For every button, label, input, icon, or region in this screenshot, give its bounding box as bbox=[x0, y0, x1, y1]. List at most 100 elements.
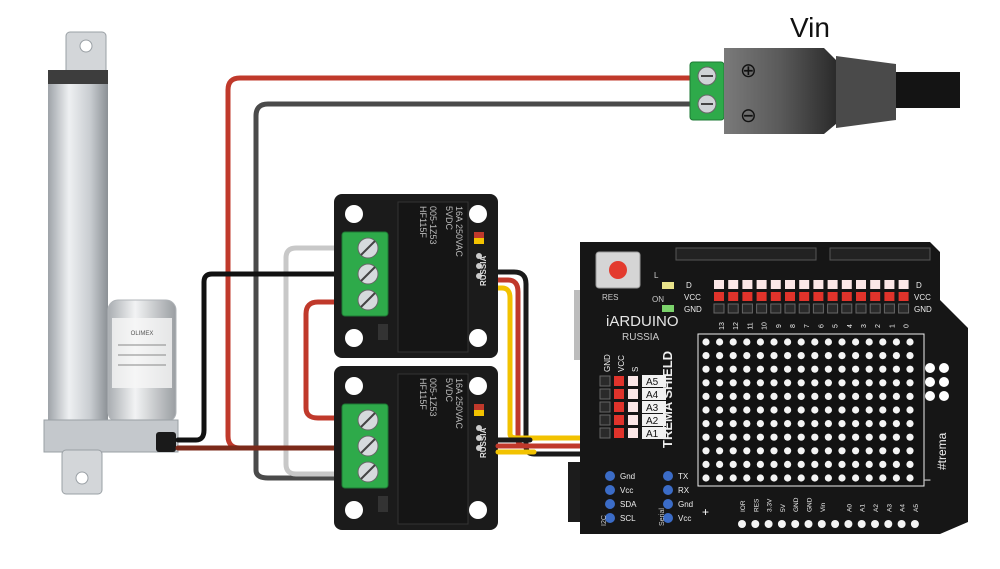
analog-pin-gnd bbox=[599, 375, 611, 387]
proto-hole bbox=[852, 447, 860, 455]
proto-hole bbox=[906, 406, 914, 414]
digital-pin-gnd bbox=[770, 303, 782, 314]
proto-hole bbox=[852, 474, 860, 482]
proto-hole bbox=[865, 447, 873, 455]
row-vcc-label-right: VCC bbox=[914, 293, 931, 302]
proto-hole bbox=[743, 433, 751, 441]
i2c-pin-label: Gnd bbox=[620, 472, 635, 481]
proto-hole bbox=[811, 379, 819, 387]
i2c-pin-label: SDA bbox=[620, 500, 637, 509]
bottom-pin-label: 5V bbox=[780, 503, 787, 512]
proto-hole bbox=[797, 352, 805, 360]
digital-pin-d bbox=[898, 280, 909, 289]
proto-hole bbox=[743, 392, 751, 400]
analog-pin-tag bbox=[642, 375, 666, 387]
bottom-pin bbox=[857, 520, 866, 528]
proto-hole bbox=[729, 406, 737, 414]
proto-hole bbox=[892, 379, 901, 387]
dc-minus-symbol: ⊖ bbox=[740, 105, 757, 127]
analog-pin-tag bbox=[642, 401, 666, 413]
dc-cable bbox=[896, 72, 960, 108]
proto-hole bbox=[811, 447, 819, 455]
proto-hole bbox=[892, 365, 901, 373]
digital-pin-label: 4 bbox=[847, 324, 854, 328]
analog-pin-label: A5 bbox=[646, 377, 659, 388]
proto-hole bbox=[865, 460, 873, 468]
proto-hole bbox=[756, 338, 765, 346]
digital-pin-d bbox=[841, 280, 852, 289]
proto-hole bbox=[784, 379, 792, 387]
analog-pin-vcc bbox=[614, 402, 624, 412]
proto-hole bbox=[756, 474, 765, 482]
proto-hole bbox=[770, 338, 778, 346]
digital-pin-d bbox=[856, 280, 866, 289]
proto-hole bbox=[811, 433, 819, 441]
proto-hole bbox=[838, 474, 846, 482]
bottom-pin bbox=[831, 520, 840, 528]
vin-label: Vin bbox=[790, 12, 830, 43]
proto-hole bbox=[838, 352, 846, 360]
proto-hole bbox=[892, 352, 901, 360]
digital-pin-gnd bbox=[784, 303, 796, 314]
proto-hole bbox=[797, 338, 805, 346]
proto-hole bbox=[716, 420, 724, 428]
relay-rating-voltage: 5VDC bbox=[444, 206, 454, 231]
proto-hole bbox=[702, 474, 710, 482]
proto-hole bbox=[797, 433, 805, 441]
proto-hole bbox=[879, 433, 887, 441]
actuator-sticker-text: OLIMEX bbox=[131, 331, 154, 337]
shield-minus: − bbox=[924, 473, 931, 487]
proto-hole bbox=[811, 338, 819, 346]
reset-button-cap[interactable] bbox=[609, 261, 627, 279]
proto-hole bbox=[743, 352, 751, 360]
proto-hole bbox=[892, 474, 901, 482]
proto-hole bbox=[865, 474, 873, 482]
proto-hole bbox=[716, 474, 724, 482]
proto-hole bbox=[729, 420, 737, 428]
analog-pin-label: A2 bbox=[646, 416, 659, 427]
shield-plus: + bbox=[702, 505, 709, 519]
proto-hole bbox=[892, 392, 901, 400]
actuator-cable-gland bbox=[156, 432, 176, 452]
proto-hole bbox=[784, 392, 792, 400]
serial-pin-label: Vcc bbox=[678, 514, 691, 523]
proto-hole bbox=[770, 433, 778, 441]
proto-hole bbox=[716, 406, 724, 414]
actuator-tube bbox=[48, 84, 108, 424]
proto-hole bbox=[838, 433, 846, 441]
digital-pin-vcc bbox=[728, 292, 739, 301]
proto-hole bbox=[892, 447, 901, 455]
proto-hole bbox=[756, 447, 765, 455]
digital-pin-gnd bbox=[798, 303, 810, 314]
bottom-pin-label: GND bbox=[807, 497, 814, 512]
led-l bbox=[662, 282, 674, 289]
digital-pin-vcc bbox=[799, 292, 810, 301]
relay-coil bbox=[397, 201, 469, 353]
relay-model: HF115F bbox=[418, 206, 428, 238]
digital-pin-vcc bbox=[870, 292, 881, 301]
proto-hole bbox=[770, 460, 778, 468]
proto-hole bbox=[879, 406, 887, 414]
proto-hole bbox=[770, 474, 778, 482]
shield-hash: #trema bbox=[935, 432, 949, 470]
actuator-sticker bbox=[112, 318, 172, 388]
proto-hole bbox=[702, 379, 710, 387]
analog-pin-gnd bbox=[599, 388, 611, 400]
proto-hole bbox=[729, 474, 737, 482]
proto-hole bbox=[797, 365, 805, 373]
digital-pin-d bbox=[728, 280, 739, 289]
digital-pin-vcc bbox=[742, 292, 753, 301]
analog-header-gnd: GND bbox=[603, 354, 612, 372]
proto-hole bbox=[879, 460, 887, 468]
proto-hole bbox=[838, 406, 846, 414]
proto-hole bbox=[824, 365, 833, 373]
proto-hole bbox=[716, 447, 724, 455]
proto-hole bbox=[824, 433, 833, 441]
proto-hole bbox=[811, 406, 819, 414]
digital-pin-label: 5 bbox=[833, 324, 840, 328]
proto-hole bbox=[892, 420, 901, 428]
proto-hole bbox=[756, 420, 765, 428]
proto-hole bbox=[879, 365, 887, 373]
proto-hole bbox=[702, 406, 710, 414]
digital-pin-gnd bbox=[827, 303, 839, 314]
